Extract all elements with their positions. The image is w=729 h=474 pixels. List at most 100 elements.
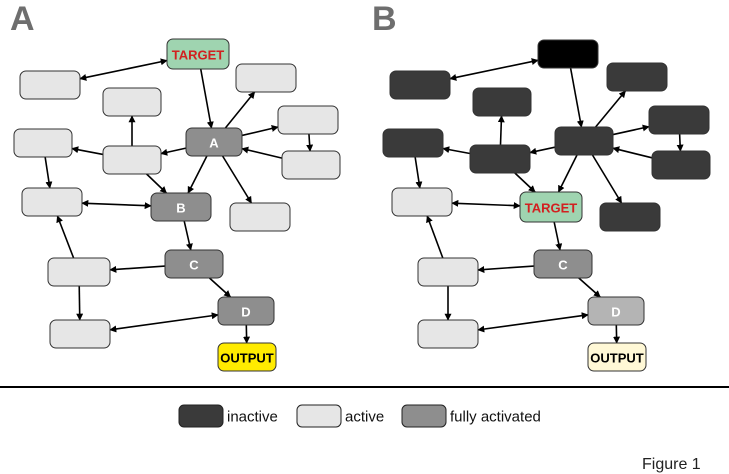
panel-b-edge-n7-n6	[442, 146, 471, 155]
panel-a-node-box-b	[150, 192, 212, 222]
panel-a-node-n1	[19, 70, 81, 100]
panel-a-node-n5	[281, 150, 341, 180]
panel-b-node-box-top	[537, 39, 599, 69]
panel-b-node-n2	[472, 87, 532, 117]
panel-a-node-box-n11	[49, 319, 111, 349]
panel-letter-a: A	[10, 0, 35, 38]
legend-swatch-fully-activated	[401, 404, 447, 428]
panel-a-edge-A-B	[187, 155, 208, 194]
panel-a-node-box-d	[217, 296, 275, 326]
panel-b-node-box-n10	[417, 257, 479, 287]
panel-b-edge-n9-target	[451, 199, 521, 210]
panel-b-node-box-n6	[382, 128, 444, 158]
panel-a: TARGET A B C D OUTPUT	[13, 38, 341, 372]
panel-a-node-target: TARGET	[166, 38, 230, 70]
panel-b-edge-hub-n3	[594, 90, 627, 128]
panel-a-node-label-d: D	[241, 305, 250, 320]
panel-b-node-box-hub	[554, 126, 614, 156]
panel-b-edge-n1-top	[449, 58, 539, 81]
figure-caption: Figure 1	[642, 456, 701, 473]
panel-b-edge-n6-n9	[414, 156, 423, 189]
panel-a-edge-target-A	[199, 68, 214, 129]
panel-b-node-top	[537, 39, 599, 69]
panel-b-node-n7	[469, 144, 531, 174]
panel-a-node-box-n5	[281, 150, 341, 180]
panel-b-node-box-n7	[469, 144, 531, 174]
panel-b-node-n4	[648, 105, 710, 135]
panel-a-edges	[44, 58, 314, 344]
panel-b-nodes: TARGET C D OUTPUT	[382, 39, 711, 372]
panel-a-node-c: C	[164, 249, 224, 279]
panel-b-edge-n7-n2	[497, 115, 505, 146]
panel-a-node-n2	[102, 87, 162, 117]
panel-a-node-label-c: C	[189, 258, 199, 273]
panel-a-edge-C-n10	[109, 265, 166, 273]
panel-a-node-box-n2	[102, 87, 162, 117]
panel-b-node-n10	[417, 257, 479, 287]
panel-a-node-box-c	[164, 249, 224, 279]
panel-b-node-label-target: TARGET	[525, 201, 578, 216]
panel-letter-b: B	[372, 0, 397, 38]
panel-a-node-n8	[21, 187, 83, 217]
panel-b-node-n8	[599, 202, 661, 232]
panel-a-node-label-b: B	[176, 201, 185, 216]
panel-a-node-box-n10	[47, 257, 111, 287]
panel-a-node-label-target: TARGET	[172, 48, 225, 63]
panel-b-node-target: TARGET	[519, 191, 583, 223]
panel-b-node-n5	[651, 150, 711, 180]
panel-b-edge-C-n10	[477, 265, 535, 273]
panel-b-node-box-n3	[606, 62, 668, 92]
panel-a-node-box-n9	[229, 202, 291, 232]
panel-a-edge-n7-B	[146, 173, 167, 194]
panel-b: TARGET C D OUTPUT	[382, 39, 711, 372]
panel-b-node-n9	[391, 187, 453, 217]
panel-b-node-box-c	[533, 249, 593, 279]
panel-a-edge-n6-n8	[44, 156, 53, 189]
panel-b-node-label-c: C	[558, 258, 568, 273]
panel-b-node-box-n4	[648, 105, 710, 135]
panel-b-node-label-d: D	[611, 305, 620, 320]
panel-a-node-b: B	[150, 192, 212, 222]
panel-b-edge-n10-n9	[426, 215, 444, 259]
panel-a-node-box-n3	[235, 63, 297, 93]
panel-b-node-n6	[382, 128, 444, 158]
panel-b-node-d: D	[587, 296, 645, 326]
panel-a-node-box-a	[185, 127, 243, 157]
panel-b-edge-n7-target	[514, 172, 536, 193]
panel-a-node-n3	[235, 63, 297, 93]
panel-b-edge-C-D	[578, 277, 601, 298]
panel-a-edge-n5-A	[241, 146, 283, 159]
panel-b-edge-hub-n7	[529, 146, 556, 155]
panel-b-node-n3	[606, 62, 668, 92]
panel-a-node-box-output	[217, 342, 277, 372]
panel-b-edge-n5-hub	[612, 146, 653, 159]
legend-label-fully-activated: fully activated	[450, 409, 541, 426]
panel-a-edge-n10-n11	[76, 285, 84, 321]
panel-b-node-box-n5	[651, 150, 711, 180]
panel-a-node-n9	[229, 202, 291, 232]
panel-a-edge-A-n9	[221, 155, 253, 204]
panel-a-edge-C-D	[208, 277, 232, 298]
panel-b-node-label-output: OUTPUT	[590, 351, 644, 366]
panel-b-node-c: C	[533, 249, 593, 279]
panel-a-node-n11	[49, 319, 111, 349]
panel-a-node-d: D	[217, 296, 275, 326]
panel-b-node-box-n8	[599, 202, 661, 232]
panel-a-node-n6	[13, 128, 73, 158]
panel-b-edge-hub-target	[557, 154, 578, 193]
panel-b-edge-top-hub	[569, 67, 584, 128]
panel-b-node-box-n9	[391, 187, 453, 217]
panel-a-node-box-target	[166, 38, 230, 70]
panel-a-edge-n7-n6	[71, 146, 104, 156]
panel-a-edge-A-n4	[241, 125, 279, 137]
panel-a-node-label-output: OUTPUT	[220, 351, 274, 366]
panel-a-node-n4	[277, 105, 339, 135]
panel-b-node-box-target	[519, 191, 583, 223]
panel-b-edge-n4-n5	[676, 133, 684, 152]
panel-a-node-a: A	[185, 127, 243, 157]
panel-a-edge-n4-n5	[306, 133, 314, 152]
panel-a-edge-n11-D	[109, 312, 219, 333]
panel-a-edge-B-C	[183, 220, 193, 251]
panel-b-node-n1	[389, 70, 451, 100]
